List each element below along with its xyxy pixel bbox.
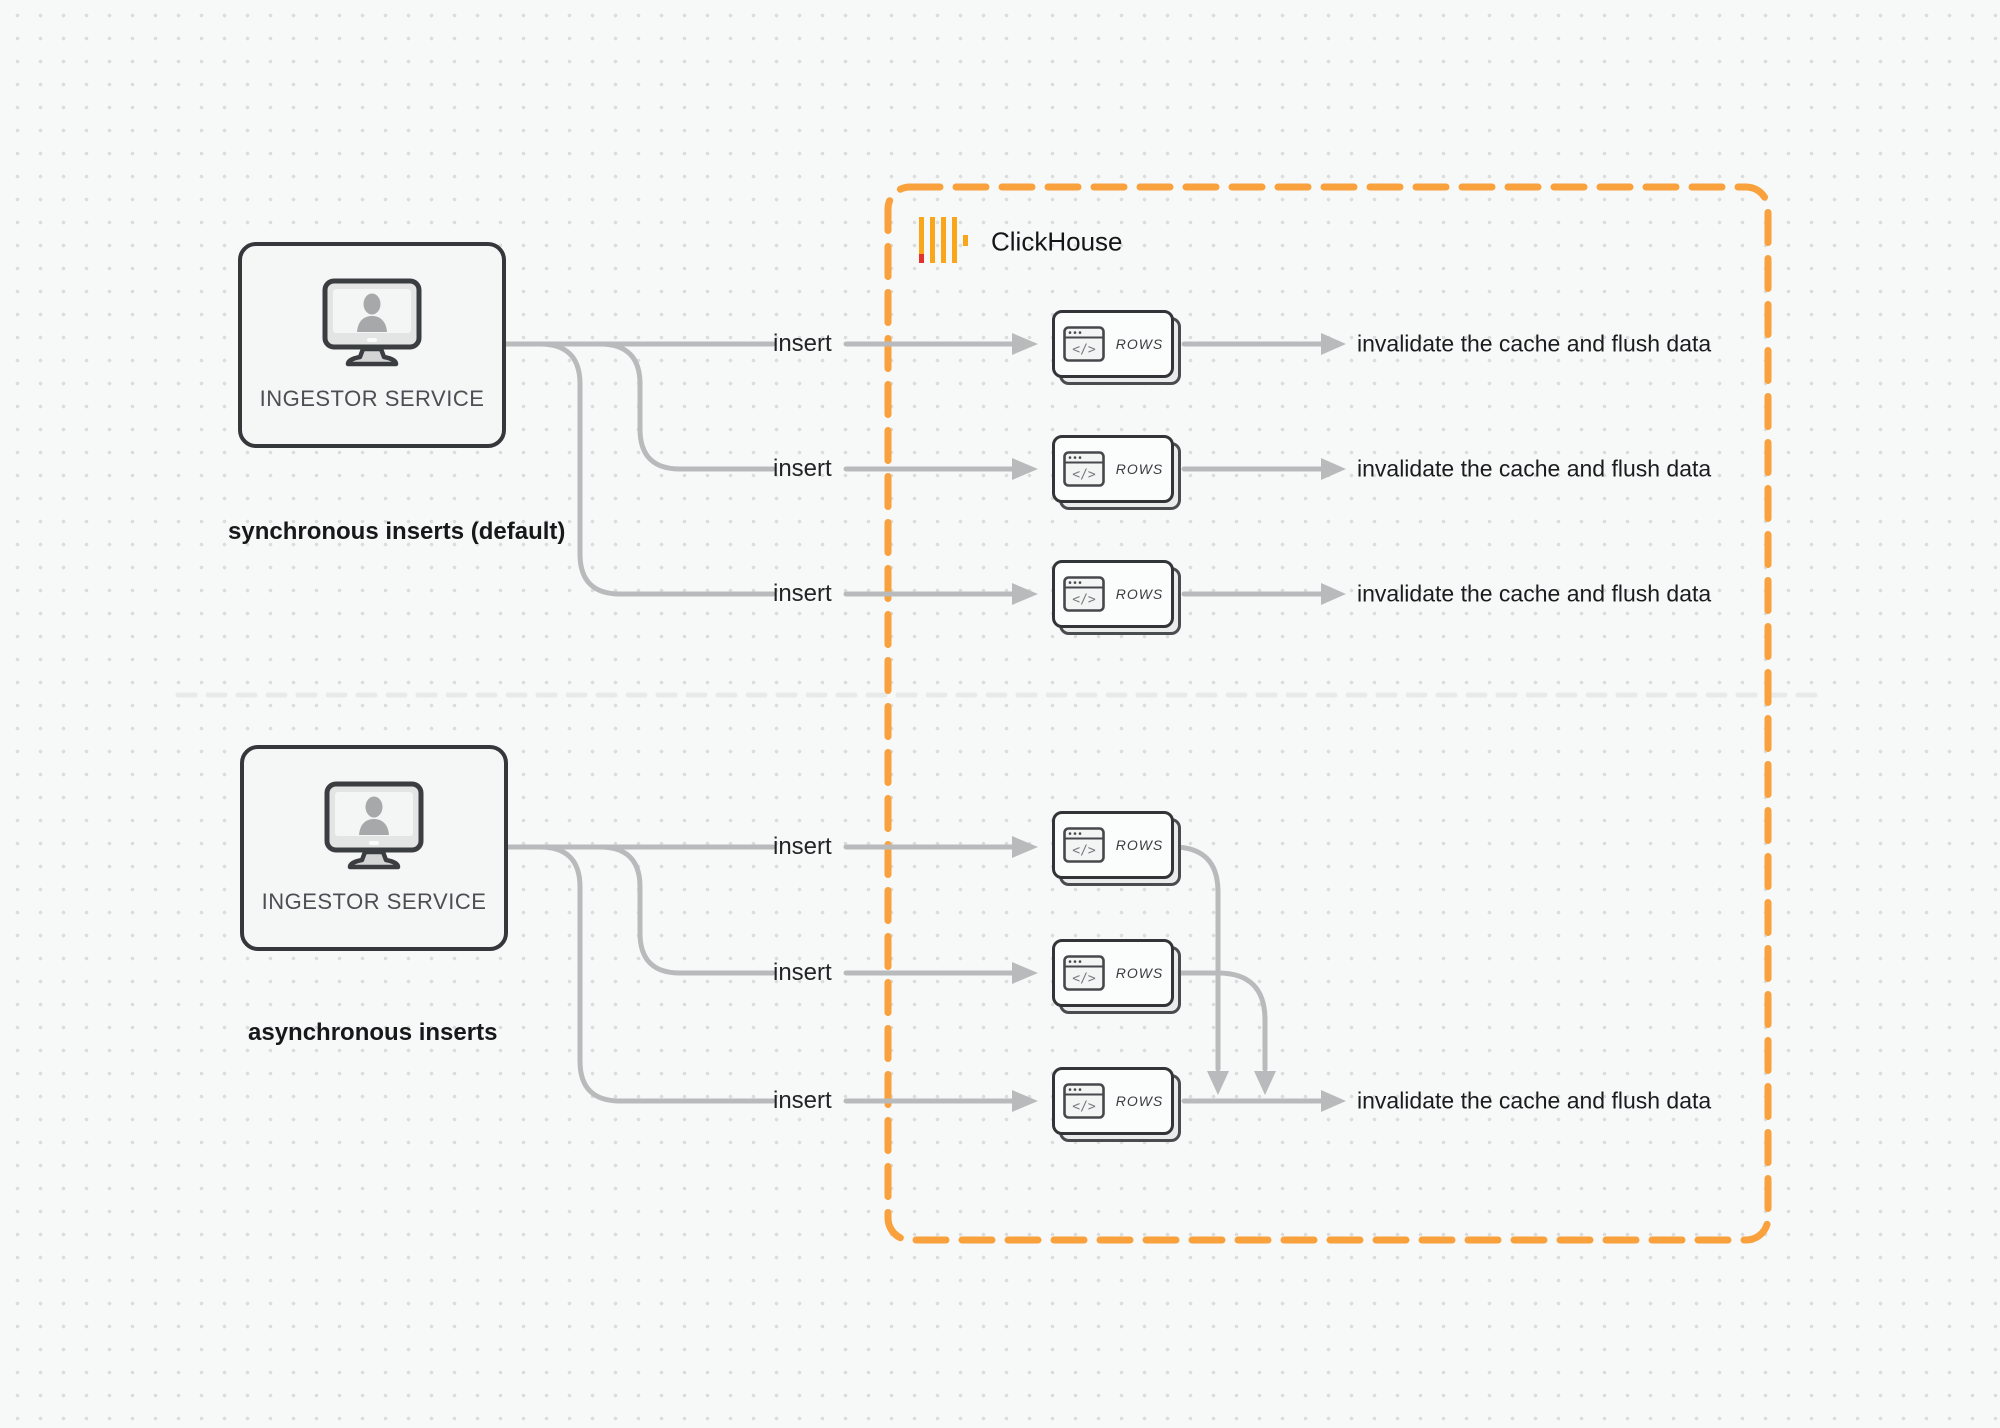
rows-label: ROWS: [1115, 965, 1164, 981]
arrowhead-down-icon: [1254, 1071, 1276, 1095]
async-merge-line: [1170, 844, 1221, 1072]
arrowhead-icon: [1012, 962, 1038, 984]
rows-label: ROWS: [1115, 461, 1164, 477]
rows-label: ROWS: [1115, 586, 1164, 602]
arrowhead-icon: [1012, 458, 1038, 480]
code-window-icon: </>: [1062, 1083, 1105, 1119]
svg-text:</>: </>: [1072, 593, 1096, 608]
ingestor-service-box-sync: INGESTOR SERVICE: [238, 242, 506, 448]
monitor-user-icon: [322, 278, 422, 367]
ingestor-service-box-async: INGESTOR SERVICE: [240, 745, 508, 951]
arrowhead-down-icon: [1207, 1071, 1229, 1095]
svg-text:</>: </>: [1072, 343, 1096, 358]
svg-text:</>: </>: [1072, 1100, 1096, 1115]
invalidate-label: invalidate the cache and flush data: [1357, 1087, 1712, 1114]
sync-caption: synchronous inserts (default): [228, 518, 566, 545]
svg-text:</>: </>: [1072, 844, 1096, 859]
monitor-user-icon: [324, 781, 424, 870]
arrowhead-icon: [1321, 333, 1346, 355]
svg-text:</>: </>: [1072, 972, 1096, 987]
async-branch-line: [537, 844, 776, 1104]
rows-card: </> ROWS: [1052, 939, 1181, 1014]
rows-card: </> ROWS: [1052, 310, 1181, 385]
clickhouse-title: ClickHouse: [991, 226, 1123, 257]
svg-text:</>: </>: [1072, 468, 1096, 483]
insert-label: insert: [773, 833, 832, 860]
invalidate-label: invalidate the cache and flush data: [1357, 455, 1712, 482]
invalidate-label: invalidate the cache and flush data: [1357, 580, 1712, 607]
code-window-icon: </>: [1062, 827, 1105, 863]
ingestor-service-label: INGESTOR SERVICE: [259, 386, 485, 411]
ingestor-service-label: INGESTOR SERVICE: [261, 889, 487, 914]
code-window-icon: </>: [1062, 955, 1105, 991]
rows-label: ROWS: [1115, 336, 1164, 352]
sync-branch-line: [597, 341, 776, 472]
clickhouse-logo-icon: [919, 217, 968, 263]
rows-card: </> ROWS: [1052, 1067, 1181, 1142]
async-merge-line: [1170, 970, 1268, 1072]
async-caption: asynchronous inserts: [248, 1019, 498, 1046]
rows-card: </> ROWS: [1052, 811, 1181, 886]
sync-branch-line: [537, 341, 776, 597]
code-window-icon: </>: [1062, 326, 1105, 362]
clickhouse-boundary: [884, 183, 1772, 1244]
code-window-icon: </>: [1062, 576, 1105, 612]
arrowhead-icon: [1012, 333, 1038, 355]
rows-card: </> ROWS: [1052, 435, 1181, 510]
async-branch-line: [597, 844, 776, 976]
insert-label: insert: [773, 330, 832, 357]
rows-label: ROWS: [1115, 837, 1164, 853]
arrowhead-icon: [1321, 1090, 1346, 1112]
arrowhead-icon: [1012, 1090, 1038, 1112]
code-window-icon: </>: [1062, 451, 1105, 487]
insert-label: insert: [773, 580, 832, 607]
arrowhead-icon: [1321, 583, 1346, 605]
arrowhead-icon: [1012, 836, 1038, 858]
rows-label: ROWS: [1115, 1093, 1164, 1109]
insert-label: insert: [773, 455, 832, 482]
insert-label: insert: [773, 1087, 832, 1114]
arrowhead-icon: [1321, 458, 1346, 480]
rows-card: </> ROWS: [1052, 560, 1181, 635]
arrowhead-icon: [1012, 583, 1038, 605]
insert-label: insert: [773, 959, 832, 986]
invalidate-label: invalidate the cache and flush data: [1357, 330, 1712, 357]
